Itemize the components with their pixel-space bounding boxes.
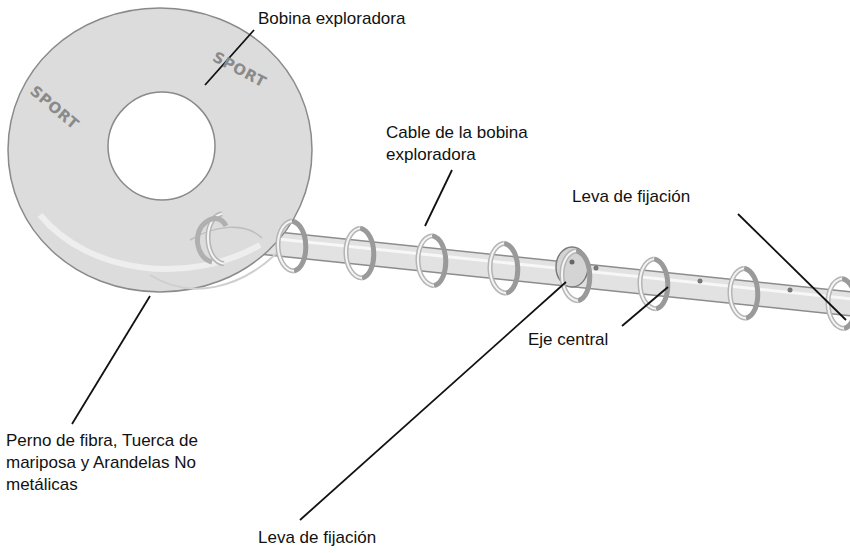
cable-loop-highlight — [730, 268, 746, 318]
part-label: Cable de la bobina exploradora — [386, 122, 576, 166]
cable-loop-highlight — [640, 259, 656, 309]
cable-loop — [490, 243, 506, 293]
cable-loop — [562, 251, 578, 301]
cable-loop — [842, 279, 850, 329]
cable-loop — [360, 228, 374, 278]
cable-loop — [744, 268, 758, 318]
cable-spiral-front — [197, 214, 844, 329]
part-label: Eje central — [528, 329, 608, 351]
cable-loop — [292, 221, 306, 271]
cable-loop-highlight — [490, 243, 506, 293]
search-coil — [8, 8, 312, 292]
cable-loop — [346, 228, 362, 278]
part-label: Bobina exploradora — [258, 8, 405, 30]
cable-entry — [197, 219, 226, 262]
cable-loop-highlight — [562, 251, 578, 301]
cable-loop — [504, 243, 518, 293]
cable-loop — [576, 251, 590, 301]
cable-loop-highlight — [418, 236, 434, 286]
part-label: Leva de fijación — [572, 186, 690, 208]
cable-loop — [432, 236, 446, 286]
part-label: Leva de fijación — [258, 527, 376, 549]
cable-loop-highlight — [278, 221, 294, 271]
cable-loop — [730, 268, 746, 318]
cable-loop — [278, 221, 294, 271]
cable-loop — [418, 236, 434, 286]
cable-loop — [640, 259, 656, 309]
part-label: Perno de fibra, Tuerca de mariposa y Ara… — [6, 430, 198, 496]
cable-loop-highlight — [346, 228, 362, 278]
cable-loop — [654, 259, 668, 309]
cable-spiral-back — [222, 214, 850, 329]
